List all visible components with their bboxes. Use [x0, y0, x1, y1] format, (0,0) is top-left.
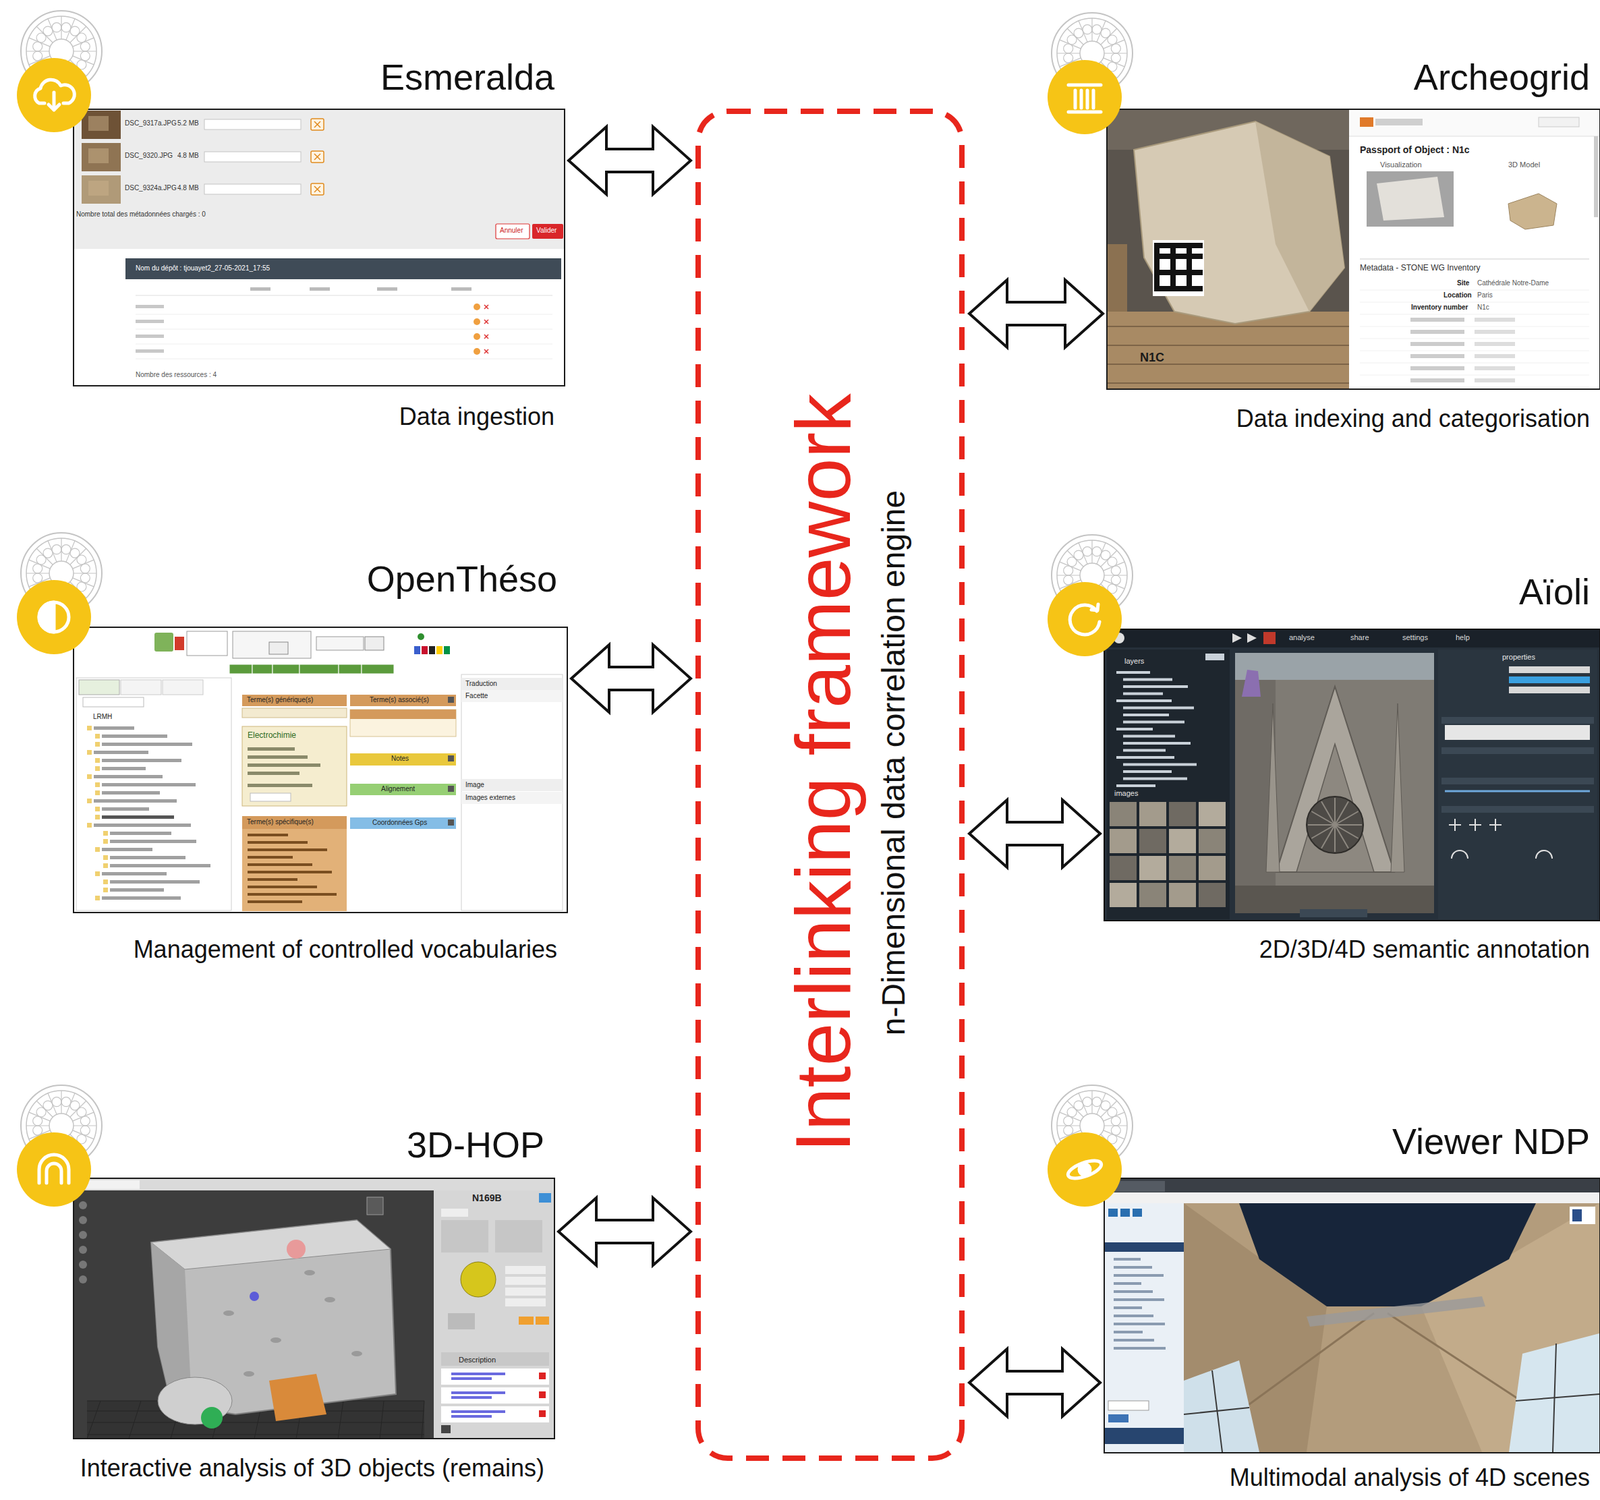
screen-text: Traduction [465, 679, 498, 689]
tool-icon [1047, 1085, 1133, 1207]
panel-caption: Data ingestion [399, 402, 555, 431]
framework-title: Interlinking framework [778, 393, 868, 1153]
screen-text: Passport of Object : N1c [1359, 144, 1470, 156]
screenshot [73, 1178, 555, 1439]
panel-caption: Data indexing and categorisation [1236, 404, 1590, 433]
screen-text: Terme(s) spécifique(s) [246, 818, 314, 827]
tool-panel: 3D-HOP Interactive analysis of 3D objects… [73, 1123, 555, 1484]
screen-text: Annuler [499, 226, 523, 235]
screen-text: N169B [472, 1192, 502, 1205]
panel-caption: Multimodal analysis of 4D scenes [1229, 1463, 1590, 1492]
screen-text: analyse [1289, 633, 1315, 643]
panel-caption: 2D/3D/4D semantic annotation [1259, 935, 1590, 964]
double-arrow [571, 644, 691, 713]
tool-icon [1047, 12, 1133, 135]
screenshot [1104, 629, 1600, 921]
tool-icon [16, 1085, 102, 1207]
panel-caption: Management of controlled vocabularies [133, 935, 558, 964]
tool-panel: OpenThésoManagement of controlled vocabu… [73, 557, 568, 966]
panel-title: Archeogrid [1413, 55, 1590, 98]
screen-text: Coordonnées Gps [372, 818, 427, 827]
screen-text: layers [1124, 656, 1145, 666]
screen-text: Images externes [465, 793, 516, 803]
panel-title: Aïoli [1519, 570, 1590, 613]
screen-text: 3D Model [1508, 160, 1540, 170]
screenshot [73, 109, 565, 386]
tool-icon [16, 10, 102, 133]
screen-text: N1c [1477, 303, 1490, 312]
screen-text: 4.8 MB [177, 184, 199, 193]
panel-title: 3D-HOP [406, 1123, 545, 1166]
screen-text: Nom du dépôt : tjouayet2_27-05-2021_17:5… [135, 264, 270, 273]
double-arrow [969, 279, 1103, 348]
screenshot [1106, 109, 1600, 390]
screen-text: LRMH [93, 712, 112, 722]
screen-text: Location [1443, 291, 1472, 300]
tool-icon [16, 532, 102, 655]
screen-text: properties [1502, 652, 1536, 662]
screen-text: Description [458, 1355, 496, 1365]
tool-panel: ArcheogridData indexing and categorisati… [1106, 55, 1600, 435]
screen-text: Terme(s) générique(s) [246, 696, 313, 705]
double-arrow [969, 1349, 1101, 1417]
screen-text: Terme(s) associé(s) [369, 696, 430, 705]
tool-panel: Viewer NDP Multimodal analysis of 4D scen… [1104, 1120, 1600, 1494]
screen-text: Paris [1477, 291, 1493, 300]
screen-text: settings [1402, 633, 1428, 643]
screen-text: Alignement [381, 785, 415, 794]
screen-text: N1C [1139, 350, 1165, 366]
screen-text: Image [465, 781, 485, 790]
framework-box: Interlinking frameworkn-Dimensional data… [694, 107, 966, 1462]
screen-text: Facette [465, 692, 488, 701]
tool-icon [1047, 534, 1133, 657]
screen-text: 5.2 MB [177, 119, 199, 128]
screen-text: DSC_9320.JPG [124, 151, 173, 160]
panel-title: Viewer NDP [1392, 1120, 1590, 1163]
screen-text: DSC_9324a.JPG [124, 184, 177, 193]
screen-text: Metadata - STONE WG Inventory [1359, 263, 1481, 273]
screen-text: Electrochimie [247, 730, 297, 740]
double-arrow [568, 126, 691, 195]
screenshot [1104, 1178, 1600, 1453]
screen-text: Valider [536, 226, 557, 235]
screen-text: 4.8 MB [177, 151, 199, 160]
screenshot [73, 627, 568, 913]
tool-panel: Aïoli 2D/3D/4D semantic annotation [1104, 570, 1600, 966]
screen-text: Nombre total des métadonnées chargés : 0 [76, 210, 206, 219]
framework-subtitle: n-Dimensional data correlation engine [874, 490, 912, 1036]
screen-text: Site [1456, 279, 1470, 288]
panel-caption: Interactive analysis of 3D objects (rema… [80, 1454, 545, 1482]
screen-text: share [1350, 633, 1370, 643]
double-arrow [558, 1197, 691, 1266]
double-arrow [969, 800, 1101, 868]
panel-title: OpenThéso [366, 557, 558, 600]
screen-text: images [1114, 789, 1138, 798]
screen-text: help [1455, 633, 1470, 643]
screen-text: Notes [391, 754, 409, 763]
screen-text: Cathédrale Notre-Dame [1477, 279, 1549, 288]
screen-text: Nombre des ressources : 4 [135, 370, 217, 380]
screen-text: Visualization [1380, 160, 1422, 170]
screen-text: Inventory number [1411, 303, 1468, 312]
panel-title: Esmeralda [380, 55, 555, 98]
screen-text: DSC_9317a.JPG [124, 119, 177, 128]
